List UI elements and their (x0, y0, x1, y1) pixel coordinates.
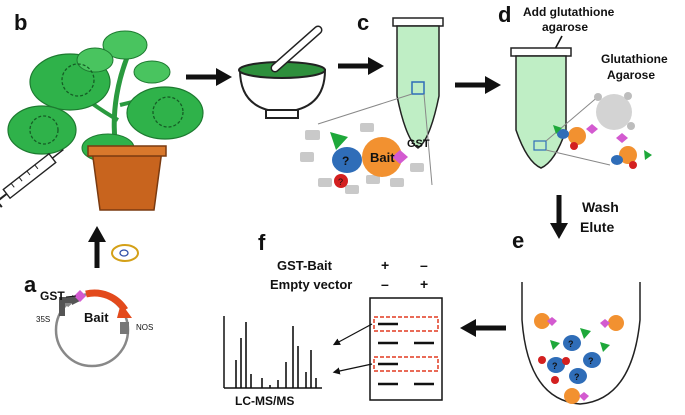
empty-vector-row-label: Empty vector (270, 277, 352, 292)
empty-vector-lane1: – (381, 276, 389, 292)
leaf (7, 105, 77, 155)
panel-letter-e: e (512, 228, 524, 253)
bait-label: Bait (370, 150, 395, 165)
plasmid-bait-label: Bait (84, 310, 109, 325)
wash-label: Wash (582, 199, 619, 215)
mortar-pestle-icon (238, 25, 327, 119)
panel-letter-d: d (498, 2, 511, 27)
zoom-line (317, 93, 413, 125)
add-agarose-label-2: agarose (542, 20, 588, 34)
excised-band-box (373, 356, 439, 372)
panel-letter-c: c (357, 10, 369, 35)
lysate-tube (392, 17, 444, 149)
gst-label: GST (407, 138, 430, 150)
ms-spectrum (223, 316, 322, 389)
promoter-arrow (59, 297, 74, 316)
leaf (76, 47, 114, 73)
unknown-mark: ? (574, 372, 580, 382)
leaf (102, 30, 148, 60)
flow-arrowhead (550, 223, 568, 239)
pot-rim (87, 145, 167, 157)
zoom-box (411, 81, 425, 95)
agarose-tube (510, 47, 572, 169)
unknown-mark: ? (338, 177, 343, 187)
panel-letter-b: b (14, 10, 27, 35)
gst-tag (392, 150, 408, 164)
elute-label: Elute (580, 219, 614, 235)
leaf (133, 60, 171, 84)
plasmid-gst-label: GST (40, 289, 65, 303)
glutathione-agarose-label: Glutathione (601, 52, 668, 66)
gst-bait-lane2: – (420, 257, 428, 273)
glutathione-agarose-label-2: Agarose (607, 68, 655, 82)
flow-arrowhead (485, 76, 501, 94)
prey-protein (330, 132, 348, 150)
lcms-label: LC-MS/MS (235, 394, 294, 408)
flow-arrowhead (216, 68, 232, 86)
terminator-block (120, 322, 129, 334)
plant-illustration (7, 30, 204, 211)
infiltration-spot (152, 96, 184, 128)
infiltration-spot (61, 63, 95, 97)
zoom-line (545, 94, 601, 142)
panel-letter-a: a (24, 272, 37, 297)
unknown-mark: ? (568, 339, 574, 349)
pot (91, 149, 163, 211)
leader-line (65, 295, 77, 298)
prey-protein (334, 174, 348, 188)
plasmid-promoter-label: 35S (36, 315, 50, 324)
excised-band-box (373, 316, 439, 332)
flow-arrowhead (460, 319, 476, 337)
pointer-arrow (332, 323, 373, 346)
agarose-bead (553, 92, 652, 169)
zoom-line (423, 93, 433, 186)
gel (369, 297, 443, 401)
pointer-arrow (332, 363, 373, 375)
prey-protein (332, 147, 362, 173)
leaf (126, 86, 204, 140)
zoom-line (545, 149, 611, 166)
unknown-mark: ? (552, 361, 558, 371)
gst-tag (74, 290, 86, 302)
gst-bait-lane1: + (381, 257, 389, 273)
flow-arrowhead (88, 226, 106, 242)
gst-bait-row-label: GST-Bait (277, 258, 333, 273)
unknown-mark: ? (588, 356, 594, 366)
infiltration-spot (29, 115, 59, 145)
unknown-mark: ? (342, 154, 349, 168)
plasmid-diagram (54, 289, 132, 368)
bait-gene (85, 289, 128, 312)
empty-vector-lane2: + (420, 276, 428, 292)
panel-letter-f: f (258, 230, 266, 255)
plasmid-terminator-label: NOS (136, 323, 153, 332)
lysate-proteins (300, 123, 424, 194)
agrobacterium-icon (111, 244, 139, 262)
bait-protein (362, 137, 402, 177)
add-agarose-label: Add glutathione (523, 5, 615, 19)
eluate-tube (521, 282, 641, 405)
syringe-icon (0, 148, 64, 208)
flow-arrowhead (368, 57, 384, 75)
